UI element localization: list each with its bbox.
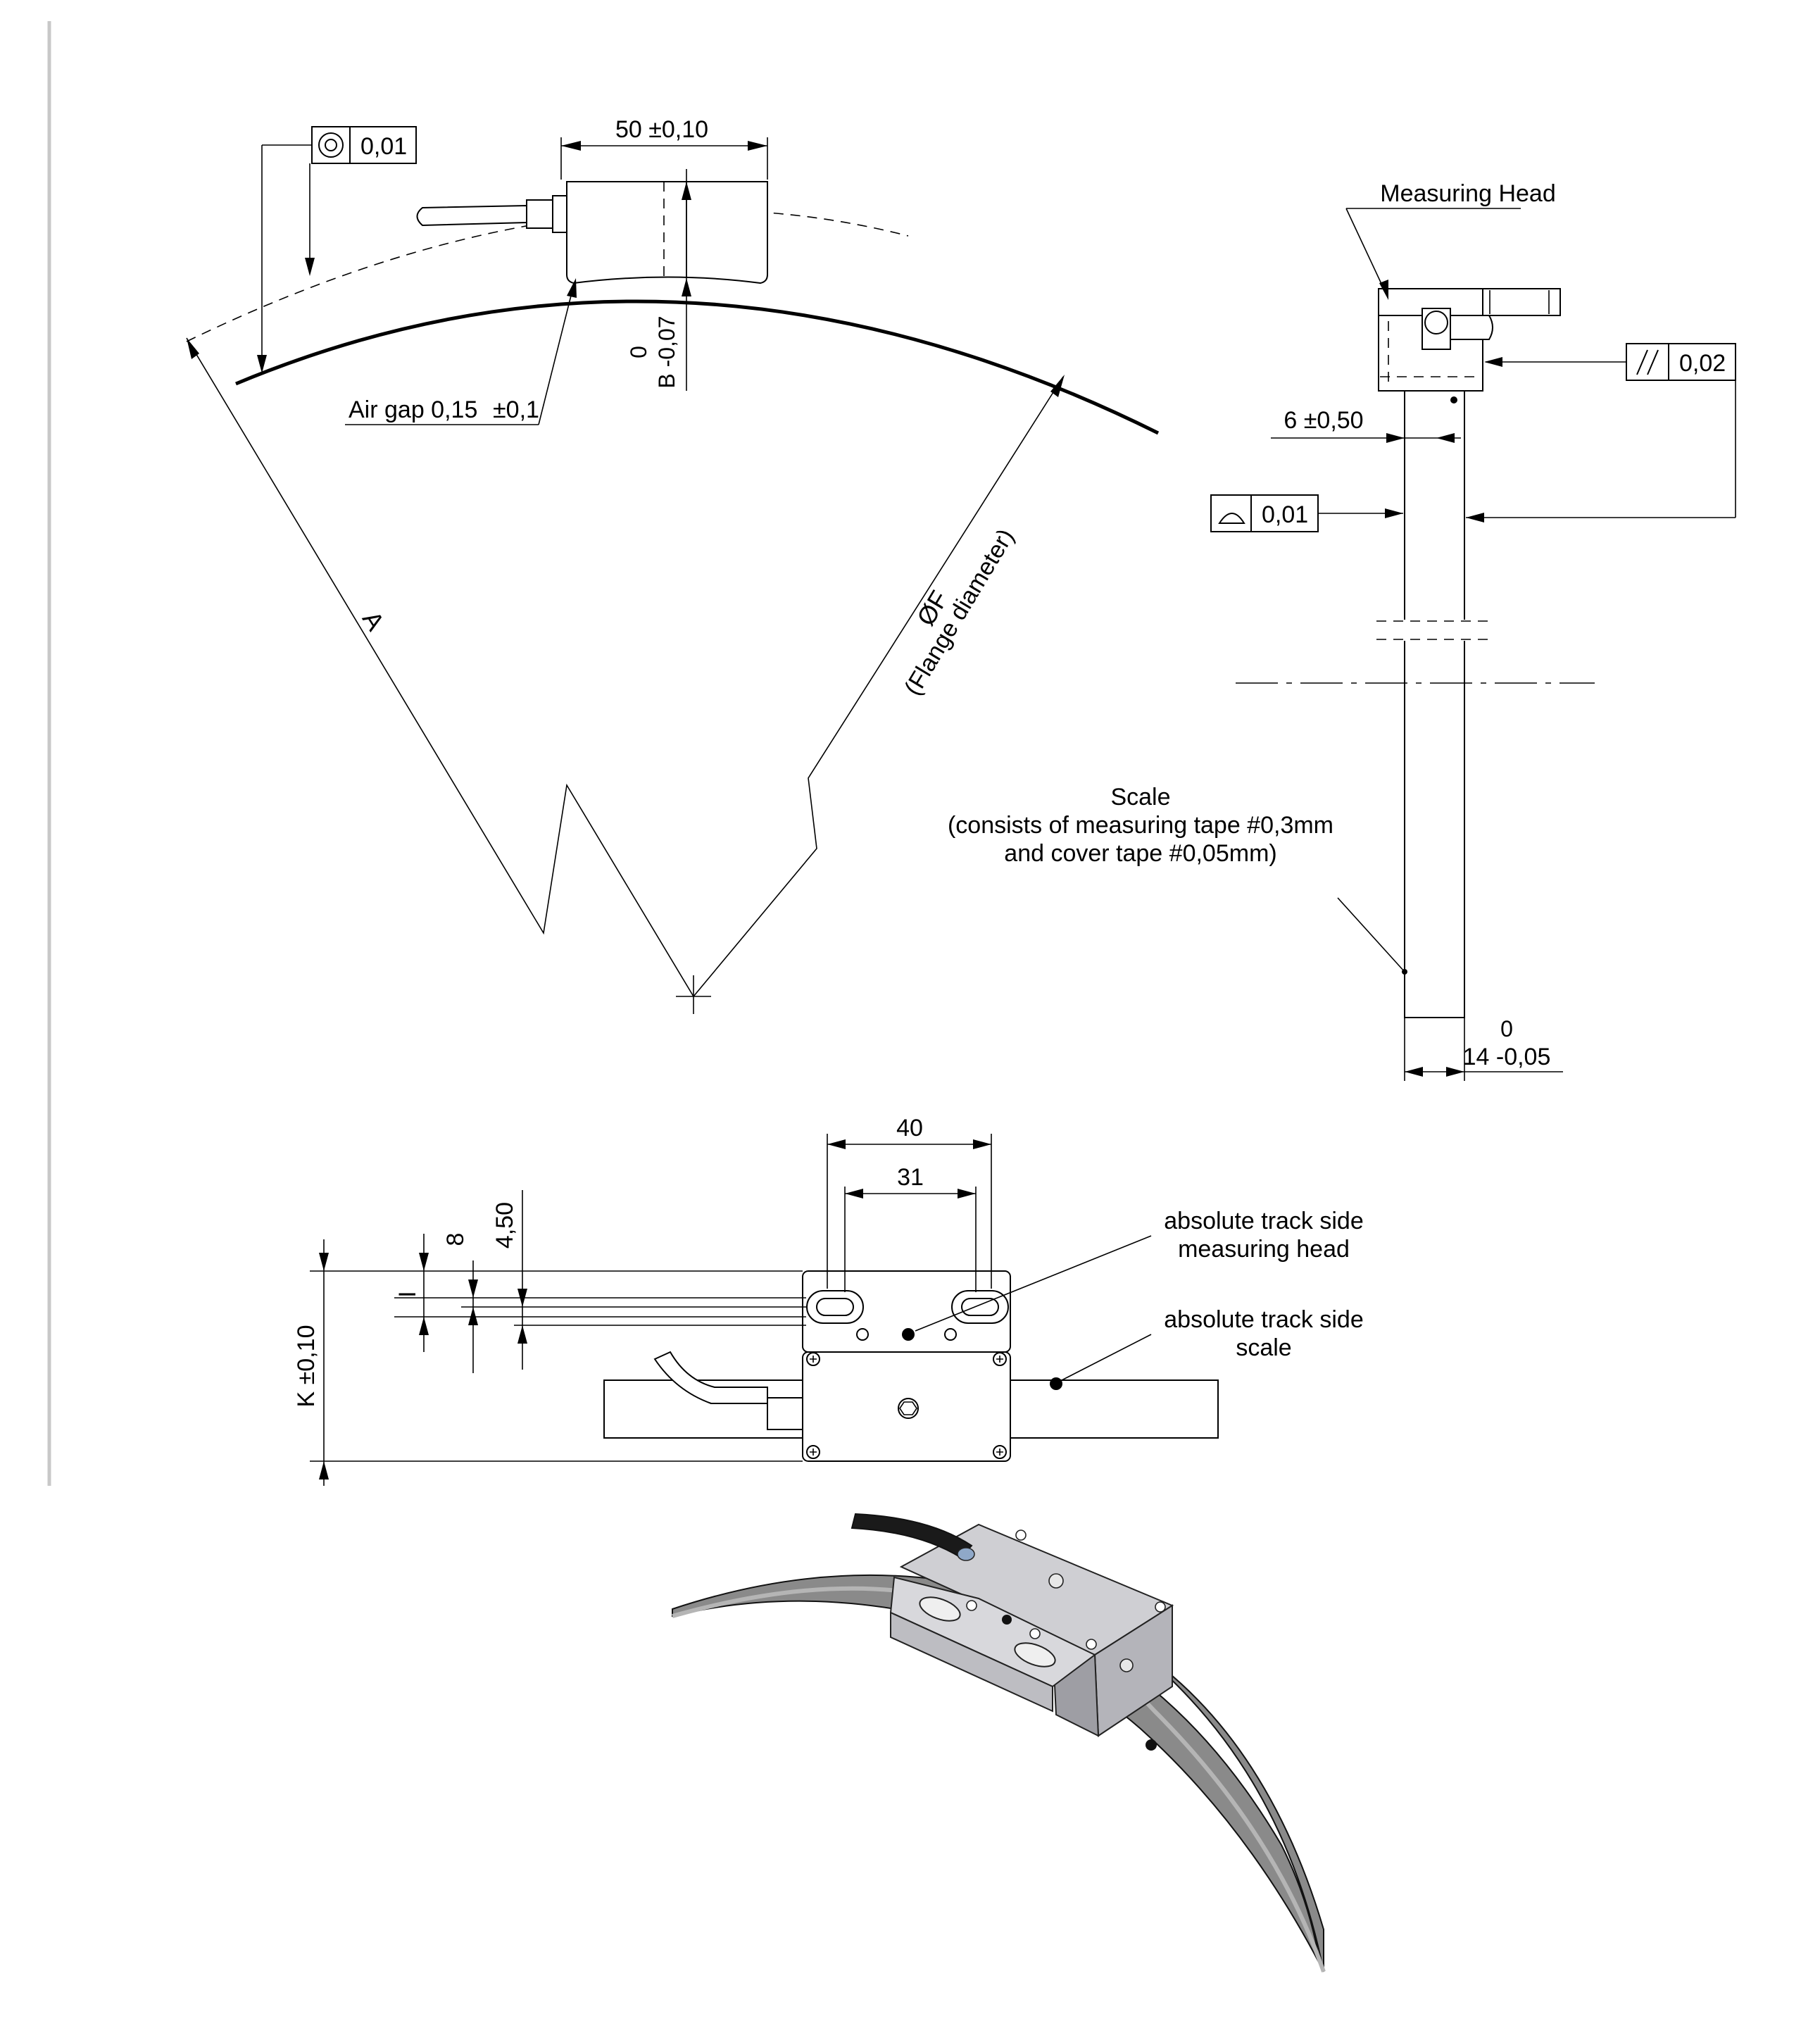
profile-value: 0,01 bbox=[1262, 501, 1308, 528]
top-view: 40 31 I 8 4,50 K ±0,10 bbox=[293, 1115, 1364, 1486]
dim-40: 40 bbox=[896, 1115, 923, 1141]
mount-slot-right bbox=[951, 1290, 1009, 1324]
construction-arc bbox=[186, 209, 909, 342]
dim-450: 4,50 bbox=[491, 1202, 518, 1249]
screw-icon bbox=[806, 1352, 1007, 1459]
parallelism-icon bbox=[1636, 349, 1648, 375]
side-view: Measuring Head 0,02 6 ±0,50 0,01 bbox=[948, 180, 1736, 1081]
cable-front bbox=[416, 204, 527, 227]
dim-a-line bbox=[186, 337, 694, 997]
scale-track-line-1: absolute track side bbox=[1164, 1306, 1364, 1333]
dim-width-upper: 0 bbox=[1500, 1016, 1513, 1041]
dim-width-lower: 14 -0,05 bbox=[1463, 1044, 1551, 1070]
front-view: 50 ±0,10 0,01 0 B -0,07 Air gap 0,15 ±0,… bbox=[186, 116, 1160, 1014]
flange-arc bbox=[235, 299, 1160, 435]
dim-31: 31 bbox=[897, 1164, 924, 1191]
dim-8: 8 bbox=[442, 1233, 469, 1246]
dim-f-line bbox=[693, 376, 1064, 997]
scale-track-line-2: scale bbox=[1236, 1334, 1291, 1361]
head-body-top bbox=[802, 1351, 1011, 1462]
dim-i: I bbox=[394, 1291, 421, 1297]
head-block-front bbox=[566, 181, 768, 284]
head-track-line-1: absolute track side bbox=[1164, 1208, 1364, 1234]
screw-icon bbox=[1015, 1529, 1027, 1541]
air-gap-label: Air gap 0,15 bbox=[349, 396, 477, 423]
dim-b-upper: 0 bbox=[626, 346, 651, 358]
profile-icon bbox=[1218, 513, 1245, 524]
concentricity-icon bbox=[318, 132, 344, 158]
air-gap-tolerance: ±0,1 bbox=[493, 396, 539, 423]
scale-title: Scale bbox=[1110, 784, 1170, 811]
cable-top bbox=[653, 1351, 768, 1404]
cable-gland bbox=[552, 195, 567, 233]
mount-slot-left bbox=[806, 1290, 864, 1324]
parallelism-value: 0,02 bbox=[1679, 350, 1726, 377]
cable-gland-top bbox=[767, 1397, 803, 1430]
dim-b-lower: B -0,07 bbox=[654, 315, 679, 388]
track-marker-scale bbox=[1050, 1377, 1062, 1390]
scale-tape-lower bbox=[1404, 641, 1465, 1018]
concentricity-value: 0,01 bbox=[360, 133, 407, 160]
iso-cable bbox=[851, 1513, 973, 1559]
scale-line-3: and cover tape #0,05mm) bbox=[1004, 840, 1276, 867]
scale-line-2: (consists of measuring tape #0,3mm bbox=[948, 812, 1333, 839]
track-marker-head bbox=[902, 1328, 915, 1341]
measuring-head-label: Measuring Head bbox=[1380, 180, 1555, 207]
dim-width-50: 50 ±0,10 bbox=[615, 116, 708, 143]
head-track-line-2: measuring head bbox=[1178, 1236, 1350, 1263]
dim-k: K ±0,10 bbox=[293, 1325, 320, 1408]
isometric-view bbox=[672, 1513, 1326, 1972]
dim-offset: 6 ±0,50 bbox=[1284, 407, 1363, 434]
cable-side bbox=[1450, 315, 1493, 340]
